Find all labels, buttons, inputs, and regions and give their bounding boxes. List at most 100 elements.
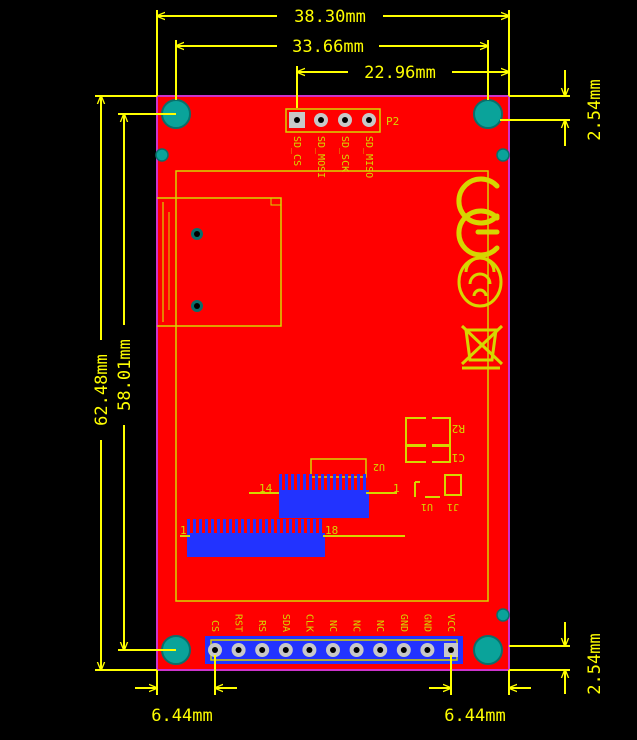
fpc-pad: [279, 474, 282, 518]
fpc-pad: [339, 474, 342, 518]
fpc-pad: [247, 519, 250, 557]
fpc-pad: [348, 490, 351, 518]
fpc-pad: [262, 533, 265, 557]
header-pin-hole: [353, 647, 360, 653]
fpc-pad: [291, 474, 294, 518]
fpc-pad: [253, 519, 256, 557]
fpc-pad: [366, 490, 369, 518]
ic-u2: U2: [310, 458, 385, 478]
fpc-pad: [303, 474, 306, 518]
sd-card-slot: [157, 197, 282, 327]
small-hole-left-top: [155, 148, 169, 162]
fpc-pad: [294, 490, 297, 518]
fpc-pad: [283, 519, 286, 557]
fpc-pad: [223, 519, 226, 557]
ic-u1: U1: [414, 481, 440, 512]
fpc-pad: [288, 490, 291, 518]
fpc-large-pin-1: 1: [180, 524, 187, 537]
fpc-pad: [295, 519, 298, 557]
fpc-pad: [309, 474, 312, 518]
u2-label: U2: [373, 461, 385, 472]
header-pin-label: NC: [351, 620, 362, 632]
fpc-pad: [318, 490, 321, 518]
fpc-pad: [268, 533, 271, 557]
fpc-pad: [205, 519, 208, 557]
fpc-pad: [330, 490, 333, 518]
p2-pin-hole: [342, 117, 348, 123]
header-pin-hole: [259, 647, 266, 653]
p2-pin-hole: [318, 117, 324, 123]
fpc-pad: [354, 490, 357, 518]
fpc-pad: [199, 519, 202, 557]
small-hole-right-top: [496, 148, 510, 162]
fpc-pad: [336, 490, 339, 518]
fpc-pad: [196, 533, 199, 557]
fpc-small-pin-14: 14: [259, 482, 273, 495]
fpc-pad: [289, 519, 292, 557]
header-pin-label: RST: [233, 614, 244, 632]
fpc-large-pin-18: 18: [325, 524, 338, 537]
fpc-pad: [285, 474, 288, 518]
header-pin-label: CLK: [303, 614, 314, 632]
mounting-hole-bottom-right: [473, 635, 503, 665]
fpc-pad: [319, 519, 322, 557]
dim-board-width: 38.30mm: [294, 7, 366, 27]
rohs-logo: [457, 256, 503, 308]
fpc-pad: [211, 519, 214, 557]
capacitor-c1: C1: [405, 445, 465, 464]
p2-pin-hole: [366, 117, 372, 123]
header-pin-hole: [212, 647, 218, 653]
dim-offset-left: 6.44mm: [151, 706, 212, 726]
fpc-pad: [241, 519, 244, 557]
fpc-pad: [190, 533, 193, 557]
fpc-pad: [202, 533, 205, 557]
header-pin-hole: [448, 647, 454, 653]
dim-hole-spacing: 33.66mm: [292, 37, 364, 57]
header-pin-hole: [377, 647, 384, 653]
header-pin-hole: [330, 647, 336, 653]
dim-pitch-top: 2.54mm: [585, 79, 605, 140]
fpc-pad: [313, 519, 316, 557]
fpc-pad: [310, 533, 313, 557]
c1-label: C1: [452, 451, 465, 464]
fpc-pad: [232, 533, 235, 557]
p2-pin-label: SD_SCK: [339, 136, 350, 172]
small-hole-right-bottom: [496, 608, 510, 622]
fpc-pad: [292, 533, 295, 557]
u1-label: U1: [421, 501, 433, 512]
fpc-pad: [321, 474, 324, 518]
dim-pitch-bottom: 2.54mm: [585, 633, 605, 694]
j1-label: J1: [447, 501, 459, 512]
fpc-pad: [360, 490, 363, 518]
dim-offset-right: 6.44mm: [444, 706, 505, 726]
fpc-pad: [250, 533, 253, 557]
fpc-small-outline: 14 1: [249, 482, 400, 495]
header-pin-hole: [306, 647, 313, 653]
header-pin-hole: [282, 647, 289, 653]
fpc-pad: [187, 519, 190, 557]
fpc-pad: [301, 519, 304, 557]
fpc-pad: [217, 519, 220, 557]
fpc-pad: [300, 490, 303, 518]
p2-pin-hole: [294, 117, 300, 123]
fpc-pad: [259, 519, 262, 557]
fpc-pad: [307, 519, 310, 557]
fpc-connector-18pin: [187, 519, 325, 557]
fpc-pad: [286, 533, 289, 557]
dim-hole-height: 58.01mm: [115, 339, 135, 411]
fpc-pad: [226, 533, 229, 557]
fpc-pad: [322, 533, 325, 557]
dim-header-span: 22.96mm: [364, 63, 436, 83]
fpc-pad: [351, 474, 354, 518]
ce-mark-logo: [456, 176, 500, 258]
p2-pin-label: SD_MISO: [363, 136, 374, 178]
fpc-pad: [345, 474, 348, 518]
p2-label: P2: [386, 115, 399, 128]
fpc-pad: [282, 490, 285, 518]
header-pin-hole: [400, 647, 407, 653]
fpc-pad: [312, 490, 315, 518]
header-pin-label: CS: [209, 620, 220, 632]
fpc-pad: [327, 474, 330, 518]
